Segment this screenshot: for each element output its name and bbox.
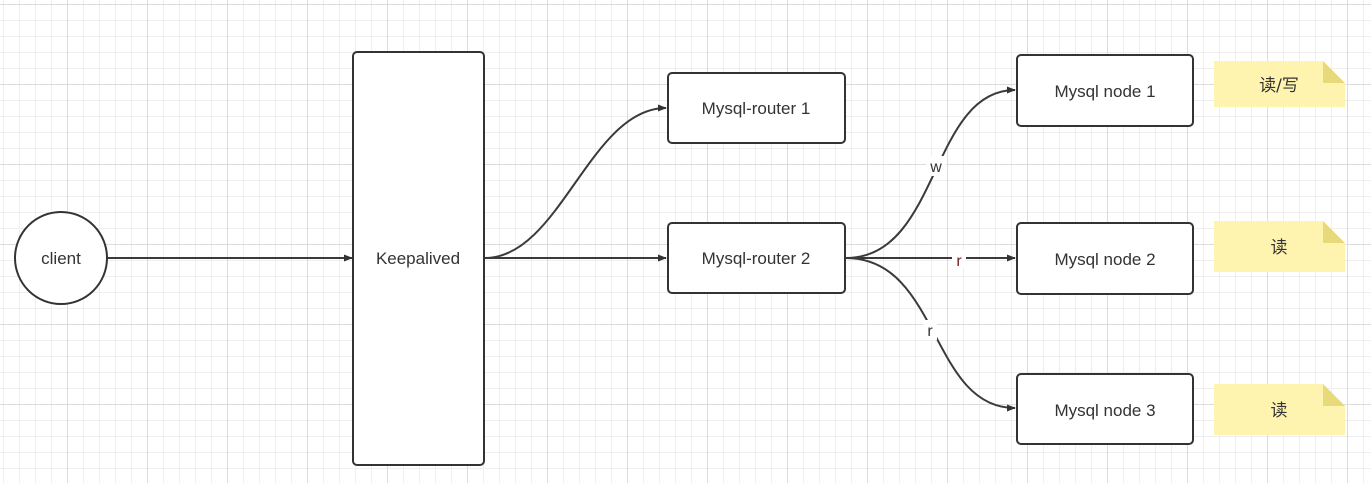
edge-labels: w r r [923, 156, 966, 340]
edges [107, 86, 1016, 412]
client-node[interactable]: client [14, 211, 108, 305]
keepalived-node[interactable]: Keepalived [352, 51, 485, 466]
note-read-write-label: 读/写 [1259, 76, 1299, 96]
note-read-node3-label: 读 [1271, 401, 1288, 421]
note-read-node3[interactable]: 读 [1214, 384, 1345, 435]
keepalived-label: Keepalived [376, 249, 460, 268]
mysql-node-3-label: Mysql node 3 [1054, 401, 1155, 420]
mysql-node-2[interactable]: Mysql node 2 [1016, 222, 1194, 295]
router1-label: Mysql-router 1 [702, 99, 811, 118]
router2-label: Mysql-router 2 [702, 249, 811, 268]
mysql-node-1-label: Mysql node 1 [1054, 82, 1155, 101]
edge-label-r-node2: r [956, 253, 962, 270]
mysql-node-1[interactable]: Mysql node 1 [1016, 54, 1194, 127]
mysql-node-3[interactable]: Mysql node 3 [1016, 373, 1194, 445]
router1-node[interactable]: Mysql-router 1 [667, 72, 846, 144]
edge-label-r-node3: r [927, 323, 933, 340]
note-read-node2[interactable]: 读 [1214, 221, 1345, 272]
router2-node[interactable]: Mysql-router 2 [667, 222, 846, 294]
client-label: client [41, 249, 81, 268]
note-read-node2-label: 读 [1271, 238, 1288, 258]
edge-label-w: w [929, 159, 942, 176]
edge-keepalived-router1[interactable] [484, 104, 667, 259]
mysql-node-2-label: Mysql node 2 [1054, 250, 1155, 269]
note-read-write[interactable]: 读/写 [1214, 61, 1345, 107]
